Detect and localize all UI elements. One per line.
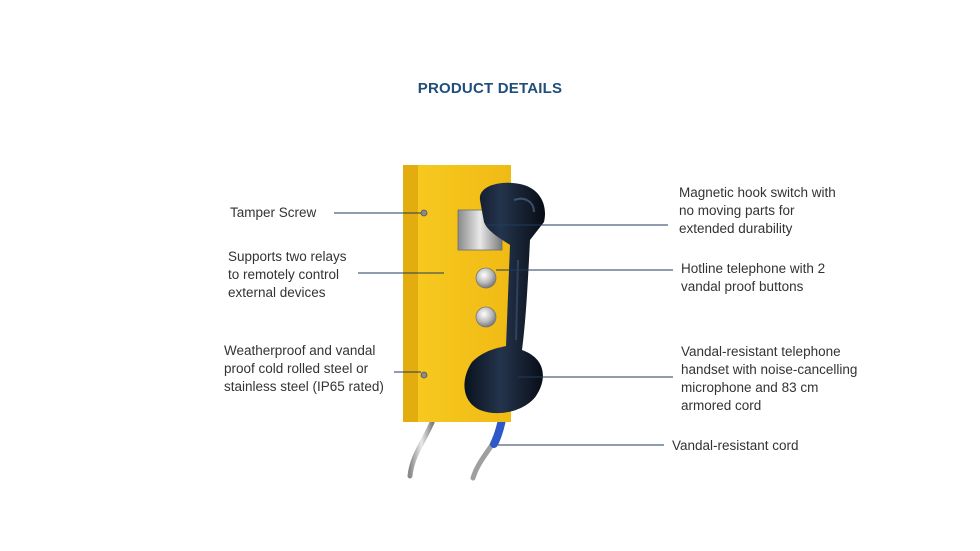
callout-relays: Supports two relays to remotely control … xyxy=(228,249,347,300)
callout-handset: Vandal-resistant telephone handset with … xyxy=(681,344,858,413)
panel-side xyxy=(403,165,418,422)
armored-cord-icon xyxy=(407,417,436,479)
callout-cord: Vandal-resistant cord xyxy=(672,438,799,453)
callout-hotline: Hotline telephone with 2 vandal proof bu… xyxy=(681,261,826,294)
button-icon-2 xyxy=(475,306,497,328)
callout-hook-switch: Magnetic hook switch with no moving part… xyxy=(679,185,836,236)
button-icon xyxy=(475,267,497,289)
screw-icon xyxy=(420,209,428,217)
callout-weatherproof: Weatherproof and vandal proof cold rolle… xyxy=(224,343,384,394)
telephone-icon xyxy=(464,182,545,414)
page-title: PRODUCT DETAILS xyxy=(417,80,563,97)
screw-icon-lower xyxy=(420,371,428,379)
callout-tamper-screw: Tamper Screw xyxy=(230,205,317,220)
